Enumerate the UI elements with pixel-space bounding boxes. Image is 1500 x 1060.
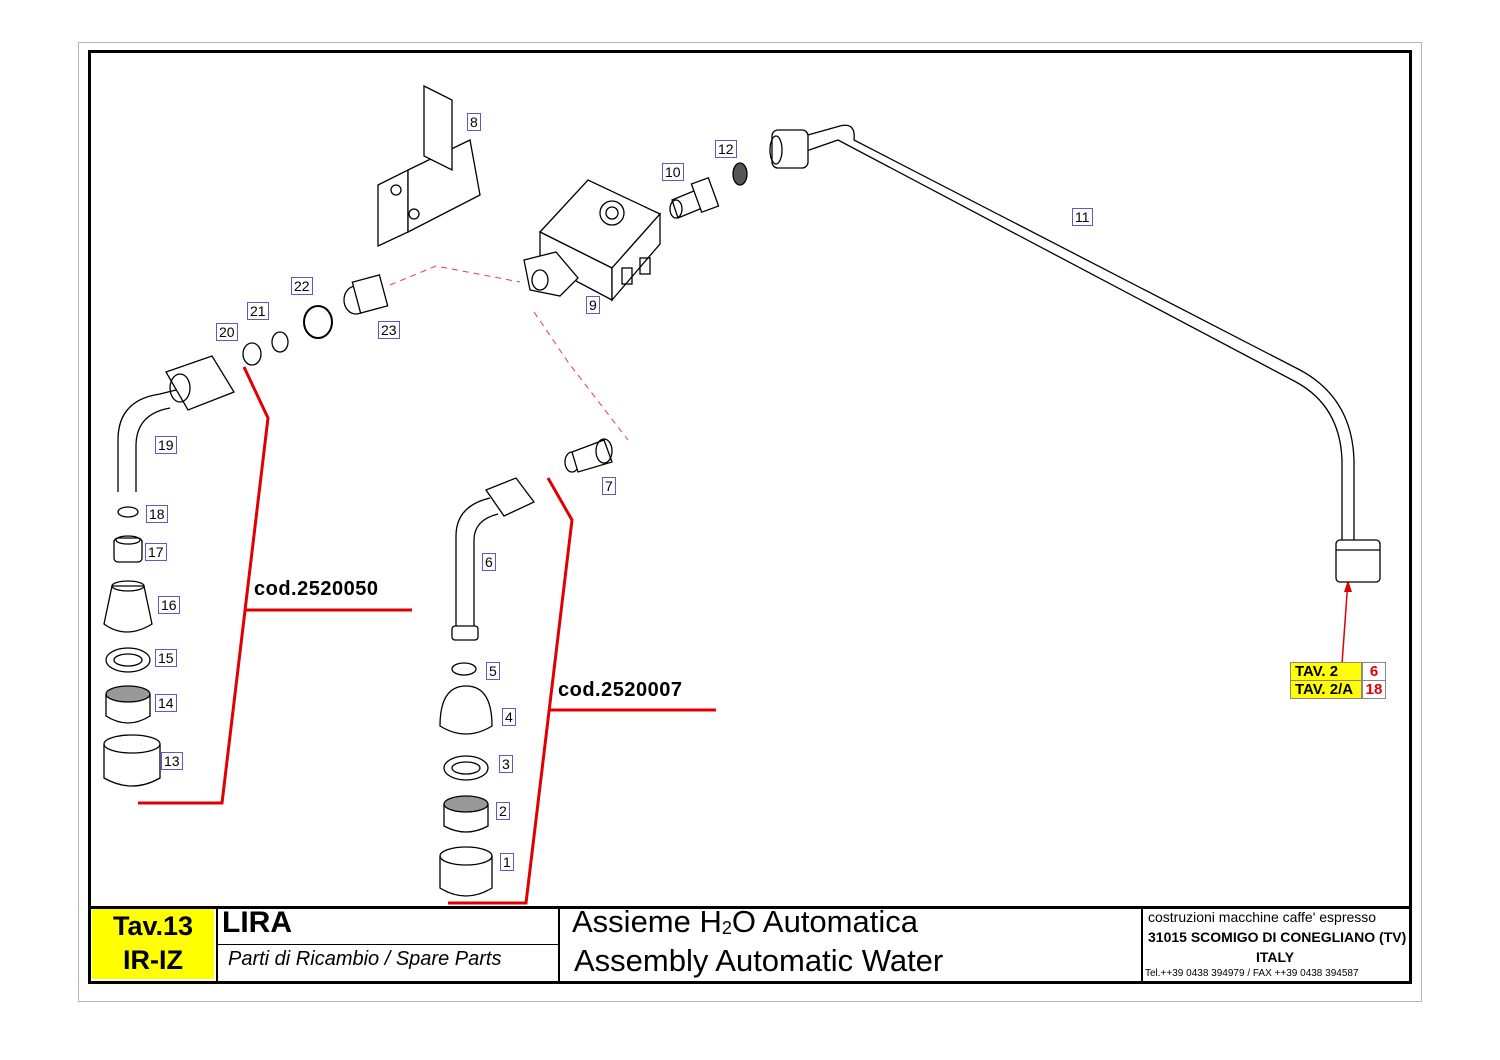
part-label-19: 19 [155,436,177,454]
part-label-8: 8 [467,113,481,131]
part-fitting-7 [564,438,613,473]
part-cup-1 [439,846,493,897]
title-it-post: O Automatica [731,904,918,939]
part-fitting-10 [669,176,720,219]
part-oring-18 [117,506,139,518]
part-label-11: 11 [1072,208,1093,226]
company-line1: costruzioni macchine caffe' espresso [1148,909,1377,925]
part-fitting-23 [343,274,389,315]
part-ring-20 [242,342,262,366]
tav-number: Tav.13 [112,911,194,941]
tav-ref-label: TAV. 2/A [1290,680,1362,699]
title-english: Assembly Automatic Water [574,943,944,978]
part-oring-5 [451,662,477,676]
part-solenoid [523,179,662,302]
part-label-5: 5 [486,662,500,680]
sheet-border [78,42,1422,1002]
part-label-17: 17 [145,543,167,561]
part-washer-22 [303,305,333,339]
part-ring-3 [443,755,489,781]
title-italian: Assieme H2O Automatica [572,904,918,940]
part-label-4: 4 [502,708,516,726]
tav-box: Tav.13 IR-IZ [92,909,214,979]
part-label-21: 21 [247,302,269,320]
model-subtitle: Parti di Ricambio / Spare Parts [228,948,502,970]
part-label-23: 23 [378,321,400,339]
part-label-14: 14 [155,694,177,712]
divider [558,909,560,982]
part-label-16: 16 [158,596,180,614]
divider [217,944,559,945]
part-label-3: 3 [499,755,513,773]
part-label-22: 22 [291,277,313,295]
tav-ref-label: TAV. 2 [1290,662,1362,681]
part-label-12: 12 [715,140,737,158]
company-line2: 31015 SCOMIGO DI CONEGLIANO (TV) [1148,929,1407,945]
part-label-1: 1 [500,853,514,871]
tav-arrow [1341,579,1349,665]
part-label-2: 2 [496,802,510,820]
part-dome-4 [439,685,493,735]
title-block [88,906,1412,984]
title-it-pre: Assieme H [572,904,722,939]
part-filter-2 [443,795,489,833]
leader-lines [138,366,716,905]
part-label-6: 6 [482,553,496,571]
title-it-sub: 2 [721,918,732,938]
part-filter-14 [105,685,151,724]
part-elbow-6 [451,477,536,641]
part-ring-15 [105,647,151,673]
drawing-frame [88,50,1412,984]
kit-code-right: cod.2520007 [558,679,683,701]
company-contact: Tel.++39 0438 394979 / FAX ++39 0438 394… [1145,968,1359,979]
tav-ref-value: 6 [1362,662,1386,681]
part-label-15: 15 [155,649,177,667]
part-cup-13 [103,734,161,787]
part-elbow-19 [117,355,235,492]
divider [1141,909,1143,982]
tav-ref-value: 18 [1362,680,1386,699]
part-label-10: 10 [662,163,684,181]
part-nozzle-17 [113,535,143,563]
part-ring-21 [271,331,289,353]
part-label-9: 9 [586,296,600,314]
divider [216,909,218,982]
assembly-dashes [389,265,629,441]
part-label-18: 18 [146,505,168,523]
part-label-13: 13 [161,752,183,770]
part-bracket [377,84,481,248]
tav-code: IR-IZ [123,945,183,975]
part-cone-16 [103,580,153,633]
part-filter-12 [732,162,748,186]
model-name: LIRA [222,906,292,939]
kit-code-left: cod.2520050 [254,578,379,600]
part-label-7: 7 [602,477,616,495]
company-line3: ITALY [1256,949,1295,965]
part-label-20: 20 [216,323,238,341]
part-pipe-11 [769,124,1381,583]
